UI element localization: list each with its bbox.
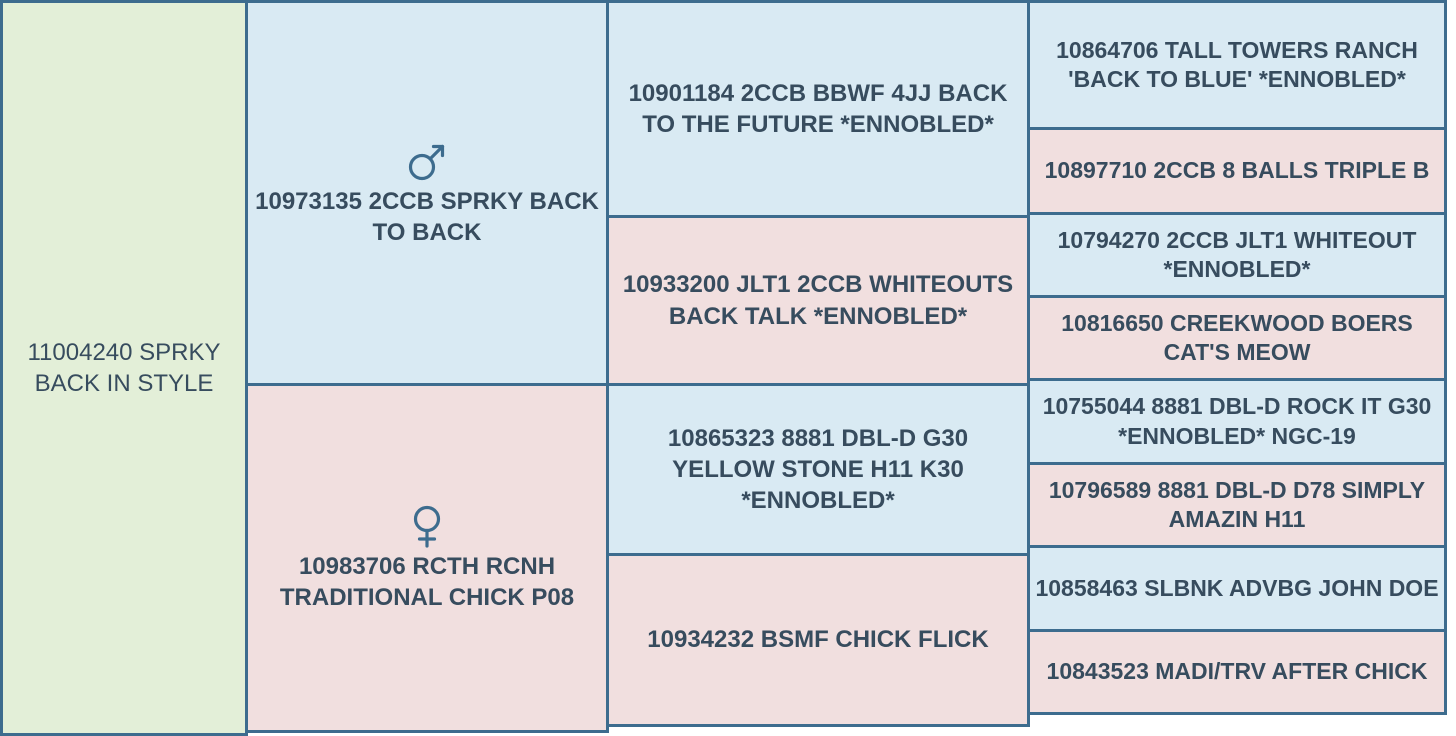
generation-4-column: 10864706 TALL TOWERS RANCH 'BACK TO BLUE… <box>1027 0 1447 736</box>
pedigree-cell-dam[interactable]: 10983706 RCTH RCNH TRADITIONAL CHICK P08 <box>245 383 609 733</box>
animal-name: 10973135 2CCB SPRKY BACK TO BACK <box>255 187 599 246</box>
animal-name: 10843523 MADI/TRV AFTER CHICK <box>1046 658 1428 685</box>
animal-name: 10796589 8881 DBL-D D78 SIMPLY AMAZIN H1… <box>1048 476 1426 532</box>
pedigree-cell-paternal-grandsire[interactable]: 10901184 2CCB BBWF 4JJ BACK TO THE FUTUR… <box>606 0 1030 218</box>
mars-symbol-icon <box>404 138 450 184</box>
venus-symbol-icon <box>404 503 450 549</box>
animal-name: 10897710 2CCB 8 BALLS TRIPLE B <box>1044 157 1430 184</box>
generation-1-column: 11004240 SPRKY BACK IN STYLE <box>0 0 248 736</box>
animal-name: 10983706 RCTH RCNH TRADITIONAL CHICK P08 <box>279 552 575 611</box>
animal-name: 10934232 BSMF CHICK FLICK <box>647 626 989 654</box>
pedigree-cell-maternal-grandsire[interactable]: 10865323 8881 DBL-D G30 YELLOW STONE H11… <box>606 383 1030 556</box>
animal-name: 11004240 SPRKY BACK IN STYLE <box>27 338 221 397</box>
pedigree-cell-great-grandparent-8[interactable]: 10843523 MADI/TRV AFTER CHICK <box>1027 629 1447 715</box>
pedigree-cell-sire[interactable]: 10973135 2CCB SPRKY BACK TO BACK <box>245 0 609 386</box>
animal-name: 10858463 SLBNK ADVBG JOHN DOE <box>1035 574 1439 601</box>
animal-name: 10901184 2CCB BBWF 4JJ BACK TO THE FUTUR… <box>628 79 1008 138</box>
pedigree-cell-great-grandparent-1[interactable]: 10864706 TALL TOWERS RANCH 'BACK TO BLUE… <box>1027 0 1447 130</box>
animal-name: 10755044 8881 DBL-D ROCK IT G30 *ENNOBLE… <box>1042 393 1432 449</box>
pedigree-cell-subject[interactable]: 11004240 SPRKY BACK IN STYLE <box>0 0 248 736</box>
generation-3-column: 10901184 2CCB BBWF 4JJ BACK TO THE FUTUR… <box>606 0 1030 736</box>
animal-name: 10933200 JLT1 2CCB WHITEOUTS BACK TALK *… <box>622 271 1014 330</box>
generation-2-column: 10973135 2CCB SPRKY BACK TO BACK 1098370… <box>245 0 609 736</box>
pedigree-cell-great-grandparent-5[interactable]: 10755044 8881 DBL-D ROCK IT G30 *ENNOBLE… <box>1027 378 1447 465</box>
pedigree-cell-great-grandparent-4[interactable]: 10816650 CREEKWOOD BOERS CAT'S MEOW <box>1027 295 1447 381</box>
pedigree-cell-paternal-granddam[interactable]: 10933200 JLT1 2CCB WHITEOUTS BACK TALK *… <box>606 215 1030 386</box>
animal-name: 10865323 8881 DBL-D G30 YELLOW STONE H11… <box>667 424 969 515</box>
animal-name: 10794270 2CCB JLT1 WHITEOUT *ENNOBLED* <box>1057 226 1417 282</box>
pedigree-cell-great-grandparent-2[interactable]: 10897710 2CCB 8 BALLS TRIPLE B <box>1027 127 1447 215</box>
pedigree-cell-great-grandparent-6[interactable]: 10796589 8881 DBL-D D78 SIMPLY AMAZIN H1… <box>1027 462 1447 548</box>
animal-name: 10864706 TALL TOWERS RANCH 'BACK TO BLUE… <box>1056 36 1418 92</box>
pedigree-cell-great-grandparent-3[interactable]: 10794270 2CCB JLT1 WHITEOUT *ENNOBLED* <box>1027 212 1447 298</box>
animal-name: 10816650 CREEKWOOD BOERS CAT'S MEOW <box>1061 309 1413 365</box>
pedigree-cell-maternal-granddam[interactable]: 10934232 BSMF CHICK FLICK <box>606 553 1030 727</box>
pedigree-cell-great-grandparent-7[interactable]: 10858463 SLBNK ADVBG JOHN DOE <box>1027 545 1447 632</box>
